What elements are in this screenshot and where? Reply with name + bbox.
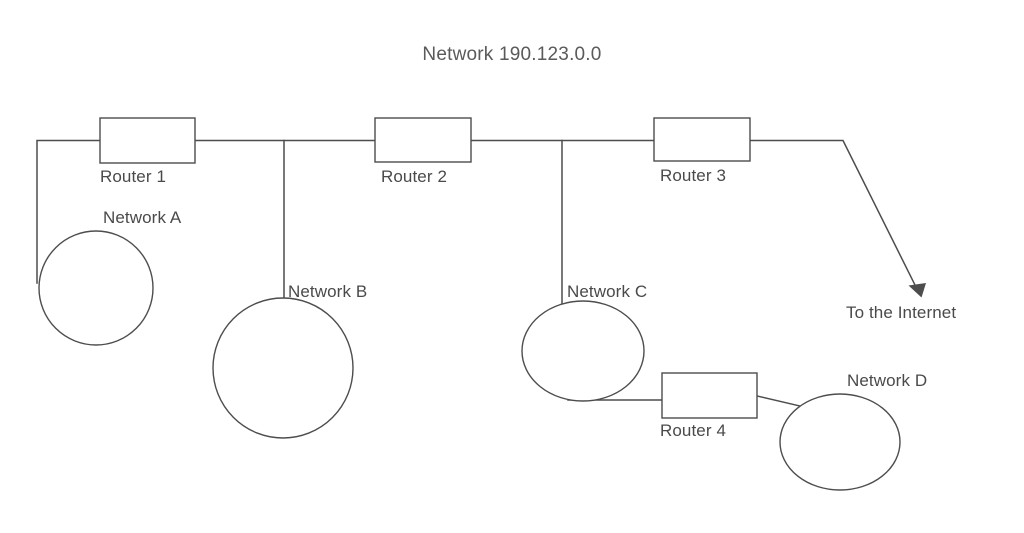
router-label-router4: Router 4 (660, 421, 727, 440)
router-box-router3[interactable] (653, 117, 751, 162)
network-label-networkB: Network B (288, 282, 368, 301)
network-cloud-networkA[interactable] (38, 230, 154, 346)
router-label-router3: Router 3 (660, 166, 727, 185)
network-cloud-networkB[interactable] (212, 297, 354, 439)
diagram-title: Network 190.123.0.0 (422, 44, 602, 65)
router-label-router2: Router 2 (381, 167, 448, 186)
router-box-router1[interactable] (99, 117, 196, 164)
link-router3-internet (749, 139, 919, 291)
network-cloud-networkC[interactable] (521, 300, 645, 402)
link-router1-networkA (36, 139, 101, 284)
network-label-networkC: Network C (567, 282, 648, 301)
network-cloud-networkD[interactable] (779, 393, 901, 491)
network-label-networkA: Network A (103, 208, 182, 227)
network-label-networkD: Network D (847, 371, 928, 390)
link-router4-networkD (756, 395, 801, 407)
internet-arrow-icon (908, 283, 926, 298)
router-label-router1: Router 1 (100, 167, 167, 186)
internet-label: To the Internet (846, 303, 957, 322)
router-box-router4[interactable] (661, 372, 758, 419)
router-box-router2[interactable] (374, 117, 472, 163)
